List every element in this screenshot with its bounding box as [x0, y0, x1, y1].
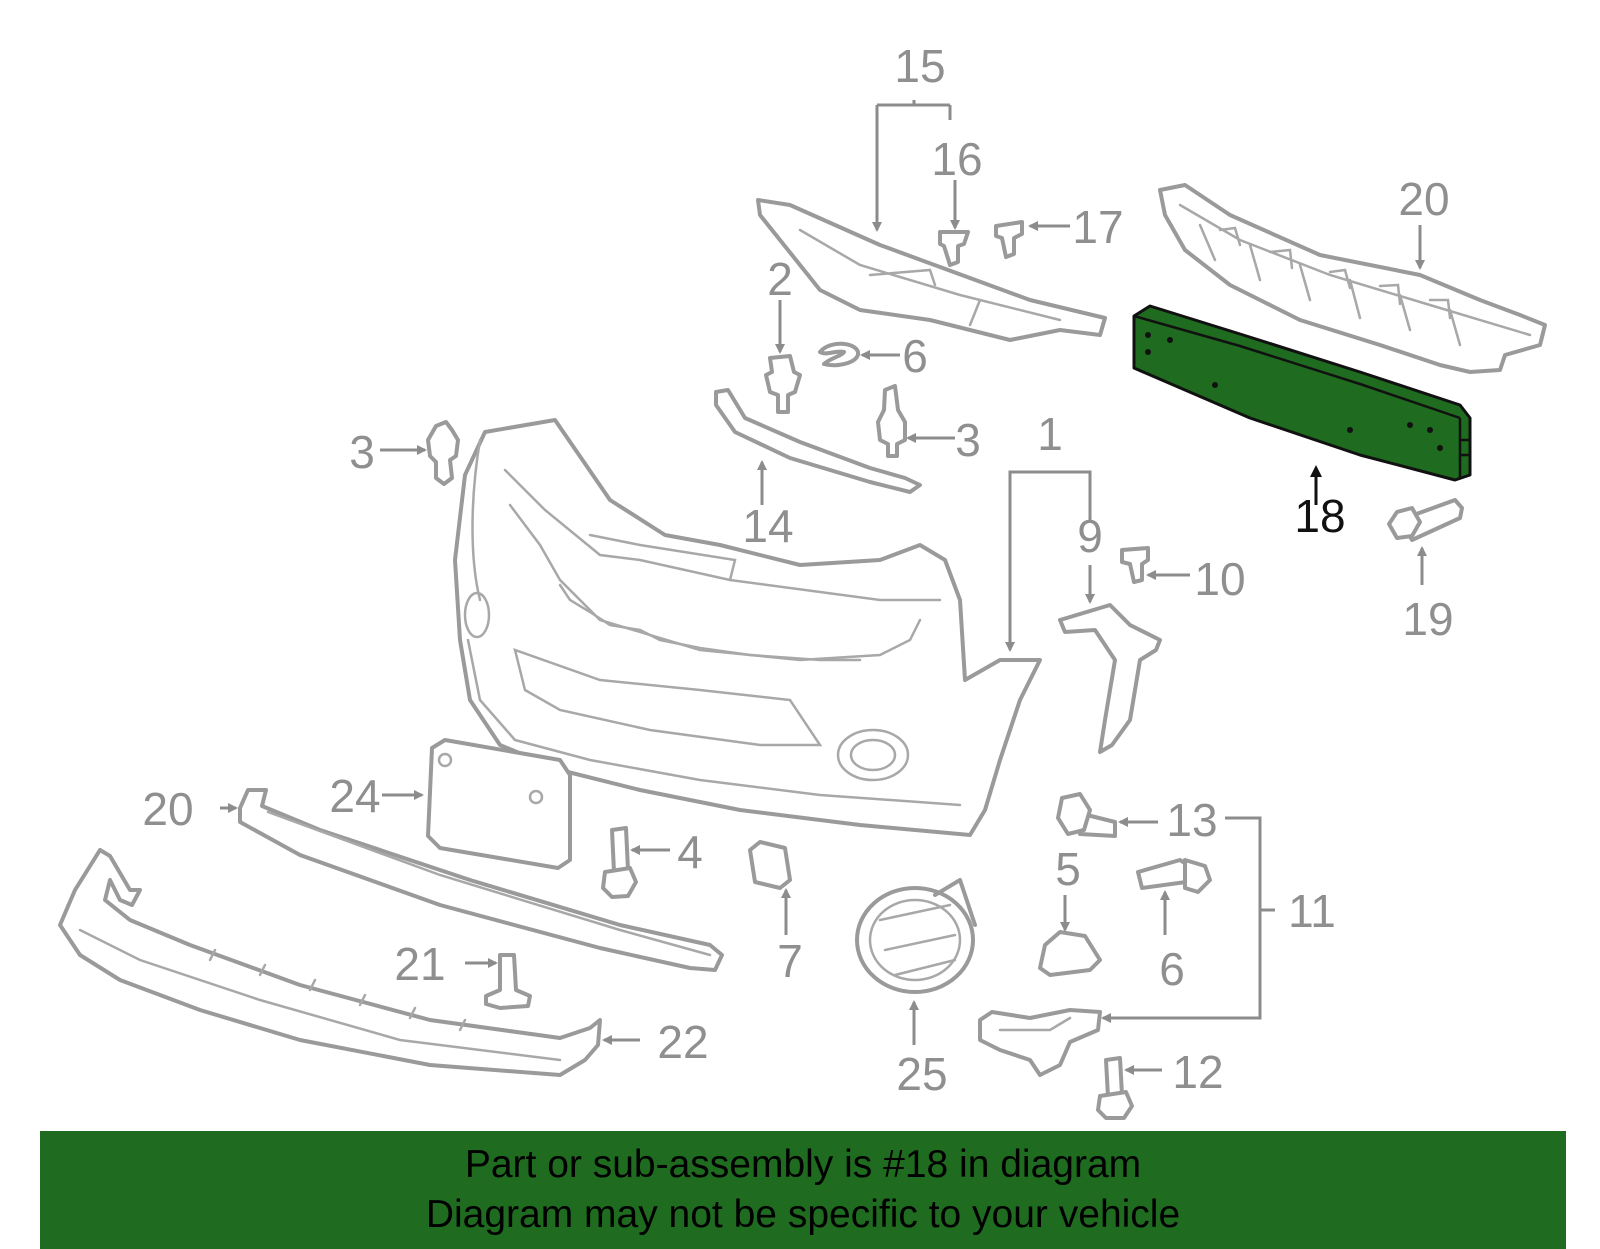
part-15-upper-panel[interactable]	[756, 198, 1107, 342]
callout-labels: 15 16 17 20 2 6 3 3 14 1 18 9 10 19 20 2…	[142, 40, 1453, 1100]
callout-15: 15	[894, 40, 945, 92]
part-18-impact-bar[interactable]	[1132, 304, 1472, 482]
callout-10: 10	[1194, 553, 1245, 605]
callout-14: 14	[742, 500, 793, 552]
callout-22: 21	[394, 938, 445, 990]
callout-5: 5	[1055, 843, 1081, 895]
part-7-block[interactable]	[748, 840, 792, 890]
part-20-energy-absorber[interactable]	[1158, 183, 1547, 374]
banner-line-1: Part or sub-assembly is #18 in diagram	[464, 1143, 1142, 1186]
part-16-push-pin[interactable]	[938, 230, 970, 267]
part-9-bracket[interactable]	[1058, 603, 1162, 754]
part-22-fastener[interactable]	[484, 953, 532, 1010]
part-5-block[interactable]	[1038, 930, 1102, 977]
callout-9: 9	[1077, 510, 1103, 562]
callout-8: 6	[902, 330, 928, 382]
part-10-push-pin[interactable]	[1120, 546, 1150, 584]
callout-21: 20	[142, 783, 193, 835]
part-14-molding[interactable]	[714, 388, 922, 494]
part-19-bolt[interactable]	[1387, 498, 1464, 542]
banner-line-2: Diagram may not be specific to your vehi…	[425, 1193, 1181, 1236]
callout-2: 2	[767, 253, 793, 305]
part-2-push-clip[interactable]	[764, 354, 802, 414]
callout-16: 16	[931, 133, 982, 185]
part-4-bolt[interactable]	[601, 826, 638, 899]
callout-12: 12	[1172, 1046, 1223, 1098]
leader-lines	[220, 100, 1427, 1075]
callout-18: 18	[1294, 490, 1345, 542]
callout-1: 1	[1037, 408, 1063, 460]
part-3-clip-left[interactable]	[426, 420, 460, 486]
callout-3-right: 3	[955, 414, 981, 466]
callout-11: 11	[1288, 885, 1336, 937]
part-6-bolt[interactable]	[1136, 858, 1212, 894]
callout-25: 25	[896, 1048, 947, 1100]
part-13-bolt[interactable]	[1056, 792, 1117, 838]
info-banner: Part or sub-assembly is #18 in diagram D…	[40, 1131, 1566, 1249]
callout-24: 24	[329, 770, 380, 822]
callout-4: 4	[677, 826, 703, 878]
part-3-clip-right[interactable]	[876, 384, 907, 458]
part-1-bumper-cover[interactable]	[453, 418, 1042, 837]
part-21-deflector[interactable]	[238, 788, 724, 972]
part-25-fog-bezel[interactable]	[855, 878, 977, 994]
callout-6: 6	[1159, 943, 1185, 995]
callout-23: 22	[657, 1016, 708, 1068]
part-17-push-pin[interactable]	[994, 220, 1024, 259]
part-11-bracket[interactable]	[978, 1008, 1102, 1077]
callout-7: 7	[777, 935, 803, 987]
part-12-bolt[interactable]	[1096, 1056, 1134, 1120]
part-8-clip[interactable]	[818, 341, 860, 368]
callout-20: 20	[1398, 173, 1449, 225]
callout-3-left: 3	[349, 426, 375, 478]
callout-19: 19	[1402, 593, 1453, 645]
part-24-license-bracket[interactable]	[426, 738, 572, 870]
callout-13: 13	[1166, 794, 1217, 846]
part-23-spoiler[interactable]	[58, 848, 602, 1077]
callout-17: 17	[1072, 201, 1123, 253]
